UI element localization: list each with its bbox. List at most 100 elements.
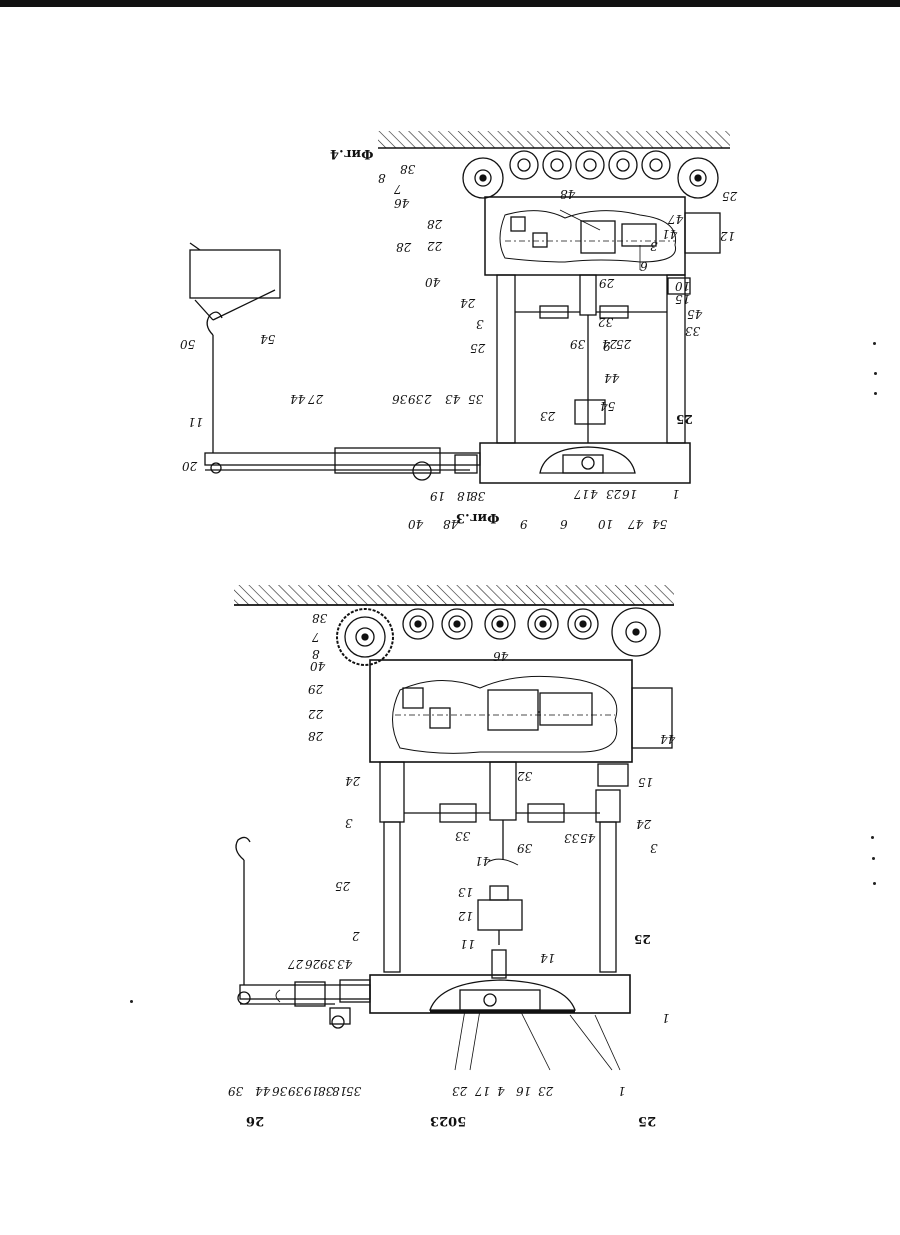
fig3-label: 54: [652, 518, 667, 530]
fig4-label: 16: [622, 488, 637, 500]
fig4-label: 18: [457, 490, 472, 502]
fig4-label: 35: [468, 393, 483, 405]
fig4-label: 25: [616, 338, 631, 350]
fig4-label: 32: [598, 316, 613, 328]
fig3-label: 3: [650, 842, 658, 854]
fig3-label: 35: [346, 1085, 361, 1097]
fig3-label: 44: [255, 1085, 270, 1097]
fig3-label: 8: [312, 648, 320, 660]
fig4-label: 15: [675, 293, 690, 305]
fig4-label: 17: [574, 488, 589, 500]
fig3-label: 23: [452, 1085, 467, 1097]
fig3-label: 40: [310, 660, 325, 672]
fig4-label: 47: [668, 213, 683, 225]
scan-speck: [871, 836, 874, 839]
fig4-label: 33: [685, 325, 700, 337]
fig3-label: 1: [662, 1012, 670, 1024]
fig3-label: 15: [638, 776, 653, 788]
fig4-label: 24: [460, 297, 475, 309]
fig4-label: 44: [604, 372, 619, 384]
fig4-label: 10: [675, 280, 690, 292]
fig4-label: 22: [427, 240, 442, 252]
fig4-label: 4: [590, 488, 598, 500]
fig4-label: 29: [599, 277, 614, 289]
fig3-label: 10: [598, 518, 613, 530]
fig4-label: 45: [687, 308, 702, 320]
fig3-label: 48: [443, 518, 458, 530]
fig4-label: 43: [445, 393, 460, 405]
fig4-label: 7: [394, 183, 402, 195]
fig4-label: 27: [308, 393, 323, 405]
fig3-label: 25: [335, 880, 350, 892]
fig3-label: 13: [458, 886, 473, 898]
fig3-label: 43: [337, 958, 352, 970]
fig4-label: 38: [400, 163, 415, 175]
fig3-label: 33: [564, 832, 579, 844]
fig3-label: 9: [520, 518, 528, 530]
fig4-label: 41: [662, 228, 677, 240]
fig3-label: 44: [660, 733, 675, 745]
fig4-label: 24: [602, 338, 617, 350]
fig3-label: 18: [332, 1085, 347, 1097]
fig4-label: 6: [640, 260, 648, 272]
fig4-label: 28: [427, 218, 442, 230]
fig4-label: 46: [394, 197, 409, 209]
fig4-label: 39: [408, 393, 423, 405]
fig3-label: 36: [272, 1085, 287, 1097]
fig4-label: 25: [722, 190, 737, 202]
fig3-label: 38: [312, 612, 327, 624]
fig4-label: 40: [425, 276, 440, 288]
fig4-label: 54: [600, 400, 615, 412]
fig4-label: 44: [290, 393, 305, 405]
scan-speck: [874, 392, 877, 395]
scan-speck: [874, 372, 877, 375]
fig3-label: 26: [305, 958, 320, 970]
scan-speck: [130, 1000, 133, 1003]
fig3-label: 41: [475, 855, 490, 867]
fig3-label: 28: [308, 730, 323, 742]
fig4-label: 23: [540, 410, 555, 422]
fig4-label: 12: [720, 230, 735, 242]
fig3-label: 32: [517, 770, 532, 782]
fig3-label: 4: [497, 1085, 505, 1097]
fig3-label: 33: [455, 830, 470, 842]
fig3-label: 25: [634, 933, 651, 945]
fig3-label: 24: [345, 775, 360, 787]
fig4-label: 2: [424, 393, 432, 405]
fig3-label: 22: [308, 708, 323, 720]
fig3-label: 40: [408, 518, 423, 530]
fig3-label: 16: [516, 1085, 531, 1097]
fig3-label: 38: [318, 1085, 333, 1097]
fig3-label: 39: [517, 842, 532, 854]
fig3-label: 2: [352, 930, 360, 942]
fig3-label: 7: [312, 631, 320, 643]
fig3-label: 14: [540, 952, 555, 964]
fig4-label: 1: [672, 488, 680, 500]
fig3-label: 29: [308, 683, 323, 695]
fig4-label: 3: [650, 240, 658, 252]
scan-speck: [873, 342, 876, 345]
fig4-wheels: [463, 151, 718, 198]
fig3-label: 27: [288, 958, 303, 970]
fig3-label: 23: [538, 1085, 553, 1097]
fig3-label: 1: [618, 1085, 626, 1097]
fig4-label: 3: [476, 318, 484, 330]
fig3-label: 39: [320, 958, 335, 970]
fig4-label: 11: [188, 416, 203, 428]
fig4-label: 20: [182, 460, 197, 472]
fig4-label: 36: [392, 393, 407, 405]
fig4-label: 25: [470, 342, 485, 354]
scan-speck: [872, 857, 875, 860]
fig3-label: 11: [460, 938, 475, 950]
fig4-label: 54: [260, 333, 275, 345]
fig3-label: 3: [345, 817, 353, 829]
fig4-label: 8: [378, 172, 386, 184]
fig3-label: 17: [475, 1085, 490, 1097]
fig3-label: 39: [228, 1085, 243, 1097]
fig3-label: 6: [560, 518, 568, 530]
fig3-label: 24: [636, 818, 651, 830]
fig3-label: 12: [458, 910, 473, 922]
fig3-label: 39: [288, 1085, 303, 1097]
